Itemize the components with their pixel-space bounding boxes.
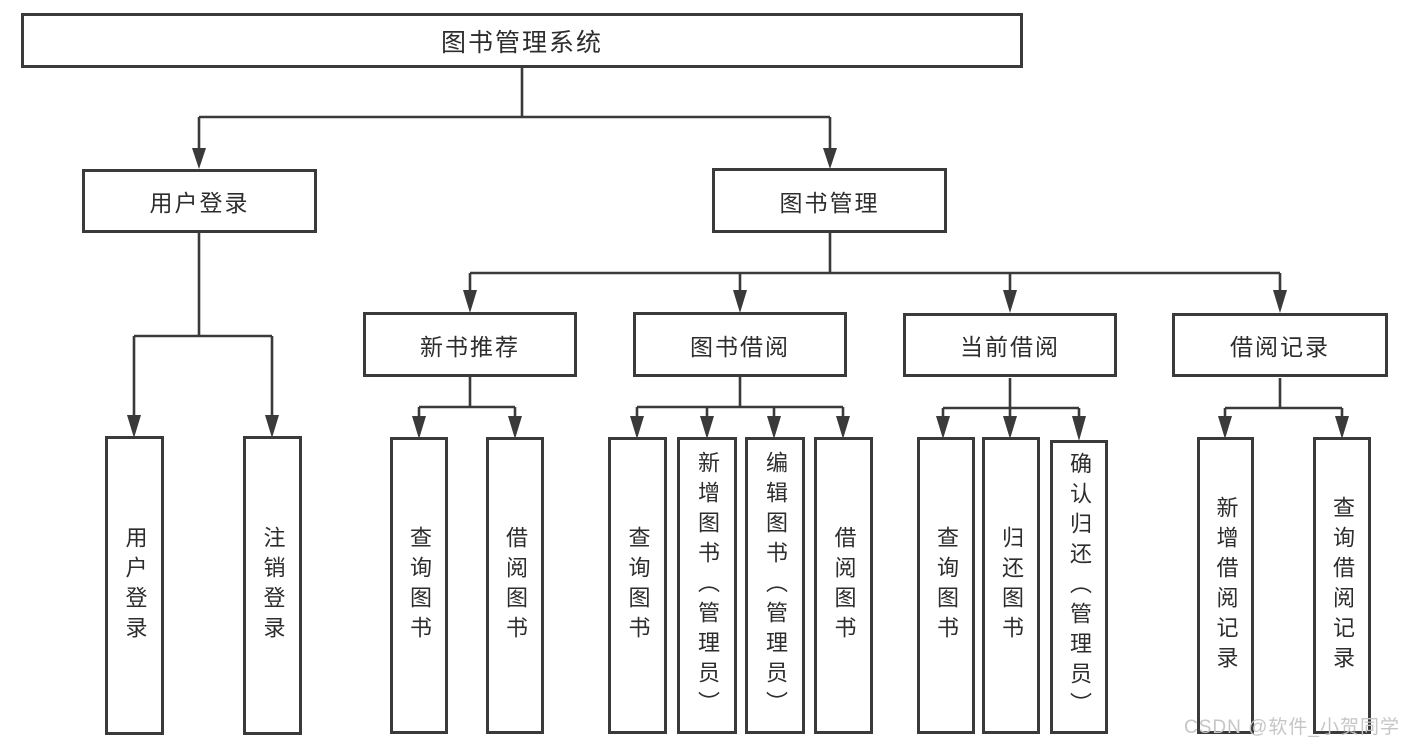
node-current-borrow: 当前借阅	[903, 313, 1117, 377]
node-book-management: 图书管理	[712, 168, 947, 233]
leaf-return-books-label: 归还图书	[999, 525, 1024, 646]
leaf-query-books-borrow-label: 查询图书	[625, 525, 651, 646]
leaf-query-books-borrow: 查询图书	[608, 437, 667, 734]
node-borrow-records: 借阅记录	[1172, 313, 1388, 377]
leaf-query-books-recommend: 查询图书	[390, 437, 448, 734]
leaf-add-books-admin-label: 新增图书（管理员）	[695, 450, 720, 721]
leaf-logout: 注销登录	[243, 436, 302, 735]
leaf-edit-books-admin: 编辑图书（管理员）	[745, 437, 805, 734]
connector-borrow-records-children	[1218, 378, 1349, 439]
node-new-book-recommend-label: 新书推荐	[420, 333, 520, 360]
leaf-borrow-books-label: 借阅图书	[831, 525, 857, 646]
leaf-return-books: 归还图书	[982, 437, 1040, 734]
node-borrow-records-label: 借阅记录	[1230, 334, 1330, 360]
connector-current-borrow-children	[936, 378, 1086, 441]
leaf-add-borrow-record: 新增借阅记录	[1197, 437, 1254, 734]
leaf-confirm-return-admin: 确认归还（管理员）	[1050, 440, 1108, 734]
leaf-borrow-books-recommend: 借阅图书	[486, 437, 544, 734]
leaf-add-borrow-record-label: 新增借阅记录	[1213, 495, 1239, 676]
node-book-borrow-label: 图书借阅	[690, 333, 790, 360]
leaf-query-books-current: 查询图书	[917, 437, 975, 734]
node-user-login: 用户登录	[82, 169, 317, 233]
node-book-management-label: 图书管理	[779, 189, 880, 216]
leaf-user-login-label: 用户登录	[122, 525, 148, 646]
leaf-borrow-books: 借阅图书	[814, 437, 873, 734]
connector-book-borrow-children	[630, 377, 850, 439]
leaf-query-books-current-label: 查询图书	[934, 525, 959, 646]
leaf-query-borrow-record-label: 查询借阅记录	[1330, 495, 1355, 676]
leaf-query-borrow-record: 查询借阅记录	[1313, 437, 1371, 734]
node-user-login-label: 用户登录	[149, 190, 250, 216]
node-root: 图书管理系统	[21, 13, 1023, 68]
connector-book-management-children	[463, 233, 1287, 313]
leaf-add-books-admin: 新增图书（管理员）	[677, 437, 737, 734]
connector-new-book-children	[412, 377, 522, 439]
leaf-logout-label: 注销登录	[260, 525, 286, 646]
connector-user-login-children	[127, 232, 279, 438]
node-current-borrow-label: 当前借阅	[960, 334, 1060, 360]
leaf-confirm-return-admin-label: 确认归还（管理员）	[1067, 452, 1092, 722]
node-new-book-recommend: 新书推荐	[363, 312, 577, 377]
watermark: CSDN @软件_小贺同学	[1184, 717, 1400, 738]
node-root-label: 图书管理系统	[440, 28, 603, 57]
leaf-borrow-books-recommend-label: 借阅图书	[503, 525, 528, 646]
leaf-query-books-recommend-label: 查询图书	[407, 525, 432, 646]
leaf-user-login: 用户登录	[105, 436, 164, 735]
leaf-edit-books-admin-label: 编辑图书（管理员）	[763, 450, 788, 721]
connector-root-to-level2	[192, 68, 837, 169]
node-book-borrow: 图书借阅	[633, 312, 847, 377]
